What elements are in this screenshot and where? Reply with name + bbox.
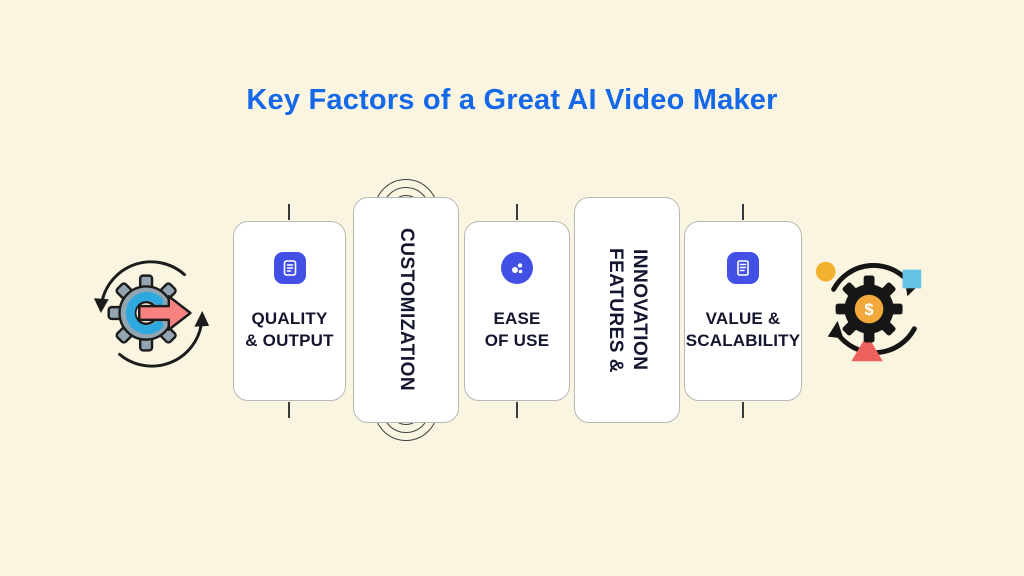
connector-tick: [288, 204, 290, 220]
card-ease-of-use: EASE OF USE: [464, 221, 570, 401]
card-label-line: INNOVATION: [629, 249, 650, 371]
coin: [854, 294, 884, 324]
cycle-arrow-top: [100, 260, 186, 304]
bubbles-icon: [501, 252, 533, 284]
card-label-line: SCALABILITY: [685, 331, 801, 351]
document-icon: [727, 252, 759, 284]
connector-tick: [742, 204, 744, 220]
card-value-scalability: VALUE & SCALABILITY: [684, 221, 802, 401]
card-label-line: & OUTPUT: [245, 331, 334, 351]
money-gear-icon: $: [835, 275, 903, 343]
yellow-circle: [815, 261, 836, 282]
cycle-arrow-top: [831, 262, 913, 292]
card-label: QUALITY & OUTPUT: [245, 308, 333, 352]
dollar-sign: $: [864, 300, 874, 319]
card-label-line: QUALITY: [251, 309, 328, 328]
connector-tick: [288, 402, 290, 418]
card-label: FEATURES & INNOVATION: [602, 248, 652, 373]
card-customization: CUSTOMIZATION: [353, 197, 459, 423]
card-label: CUSTOMIZATION: [393, 228, 419, 391]
blue-arc: [125, 291, 164, 335]
card-label-line: OF USE: [484, 331, 550, 351]
card-label-line: FEATURES &: [605, 247, 626, 373]
card-label: VALUE & SCALABILITY: [686, 308, 801, 352]
card-quality-output: QUALITY & OUTPUT: [233, 221, 346, 401]
connector-tick: [516, 204, 518, 220]
blue-square: [902, 269, 922, 289]
card-label-line: EASE: [493, 309, 541, 328]
gear-money-cycle-illustration: $: [810, 246, 938, 374]
card-label-line: CUSTOMIZATION: [396, 228, 417, 392]
arrowhead: [827, 320, 844, 339]
card-features-innovation: FEATURES & INNOVATION: [574, 197, 680, 423]
arrowhead: [93, 298, 109, 314]
page-title: Key Factors of a Great AI Video Maker: [246, 84, 778, 116]
card-label-line: VALUE &: [705, 309, 781, 328]
connector-tick: [742, 402, 744, 418]
gear-sync-illustration: [90, 250, 218, 378]
cycle-arrow-bottom: [118, 323, 203, 368]
connector-tick: [516, 402, 518, 418]
arrowhead: [194, 311, 210, 327]
pink-arrow: [138, 295, 192, 331]
card-label: EASE OF USE: [485, 308, 550, 352]
video-settings-icon: [273, 252, 306, 284]
red-triangle: [851, 334, 883, 362]
